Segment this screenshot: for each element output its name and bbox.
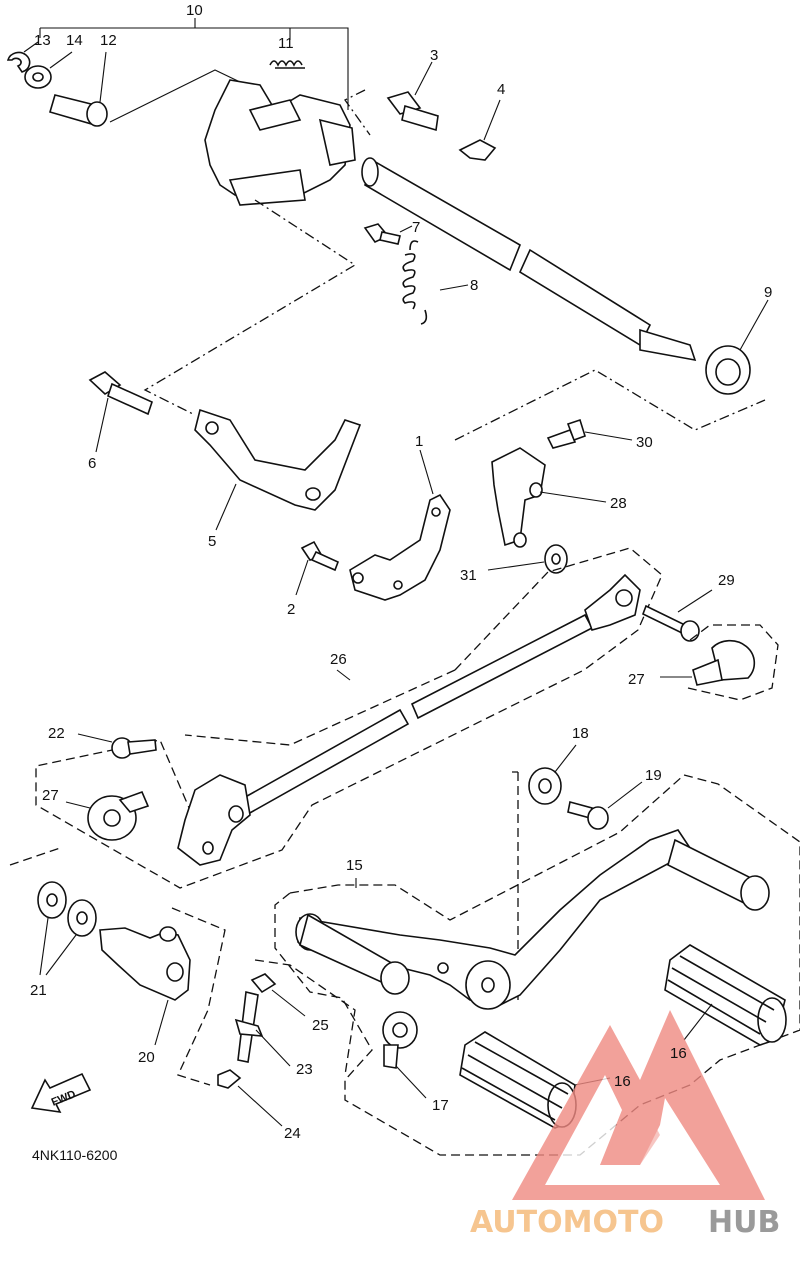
part-8-spring xyxy=(402,240,469,325)
part-4-clip xyxy=(458,99,501,161)
part-3-bolt xyxy=(386,61,439,132)
callout-28: 28 xyxy=(610,495,627,512)
part-23-adjuster-bolt xyxy=(234,991,291,1067)
callout-11: 11 xyxy=(278,35,294,52)
callout-23: 23 xyxy=(296,1061,313,1078)
part-27-rubber-joint-right xyxy=(660,639,756,686)
part-28-rod-joint xyxy=(491,447,607,548)
callout-18: 18 xyxy=(572,725,589,742)
part-13-circlip xyxy=(6,41,39,73)
part-14-washer xyxy=(24,51,73,89)
part-2-screw xyxy=(295,540,340,596)
watermark-text-automoto: AUTOMOTO xyxy=(470,1205,664,1240)
part-24-nut xyxy=(217,1069,283,1127)
part-15-pedal-lever xyxy=(295,829,770,1010)
part-27-rubber-joint-left xyxy=(65,790,150,841)
callout-1: 1 xyxy=(415,433,423,450)
fwd-arrow-icon: FWD xyxy=(30,1072,92,1114)
callout-13: 13 xyxy=(34,32,51,49)
part-26-rod-end-joint xyxy=(177,774,251,866)
bracket-10-outline xyxy=(40,27,349,110)
callout-25: 25 xyxy=(312,1017,329,1034)
callout-3: 3 xyxy=(430,47,438,64)
part-12-shaft-pin xyxy=(49,51,108,127)
part-10-shift-arm xyxy=(204,79,356,206)
part-5-arm-plate xyxy=(194,408,362,531)
part-21-washers xyxy=(37,881,97,976)
callout-22: 22 xyxy=(48,725,65,742)
callout-31: 31 xyxy=(460,567,477,584)
callout-19: 19 xyxy=(645,767,662,784)
callout-9: 9 xyxy=(764,284,772,301)
callout-20: 20 xyxy=(138,1049,155,1066)
part-18-washer xyxy=(528,744,577,805)
callout-2: 2 xyxy=(287,601,295,618)
part-16-footrest-rubber-left xyxy=(459,1031,611,1129)
part-22-bolt xyxy=(77,733,157,759)
callout-27-right: 27 xyxy=(628,671,645,688)
callout-12: 12 xyxy=(100,32,117,49)
part-6-bolt xyxy=(88,371,153,453)
callout-21: 21 xyxy=(30,982,47,999)
part-29-bolt xyxy=(641,589,713,642)
part-9-shift-shaft xyxy=(361,157,769,395)
callout-14: 14 xyxy=(66,32,83,49)
callout-29: 29 xyxy=(718,572,735,589)
part-7-screw xyxy=(363,223,413,245)
part-30-screw xyxy=(546,418,633,449)
callout-26: 26 xyxy=(330,651,347,668)
part-19-bolt xyxy=(567,781,643,830)
callout-16-right: 16 xyxy=(670,1045,687,1062)
callout-5: 5 xyxy=(208,533,216,550)
callout-8: 8 xyxy=(470,277,478,294)
callout-30: 30 xyxy=(636,434,653,451)
part-1-plate xyxy=(349,449,451,601)
watermark-text-hub: HUB xyxy=(708,1205,780,1240)
callout-27-left: 27 xyxy=(42,787,59,804)
part-11-spring xyxy=(269,60,305,69)
diagram-code: 4NK110-6200 xyxy=(32,1147,118,1163)
part-26-shift-rod xyxy=(238,573,641,816)
callout-24: 24 xyxy=(284,1125,301,1142)
part-16-footrest-rubber-right xyxy=(664,944,787,1046)
callout-16-left: 16 xyxy=(614,1073,631,1090)
part-25-nut xyxy=(250,973,306,1017)
automotohub-triangle-logo xyxy=(512,1010,765,1200)
part-31-washer xyxy=(487,544,568,574)
part-20-shift-joint xyxy=(99,926,191,1046)
callout-6: 6 xyxy=(88,455,96,472)
callout-17: 17 xyxy=(432,1097,449,1114)
callout-4: 4 xyxy=(497,81,505,98)
callout-10: 10 xyxy=(186,2,203,19)
callout-15: 15 xyxy=(346,857,363,874)
part-17-rod-end xyxy=(382,1011,427,1099)
callout-7: 7 xyxy=(412,219,420,236)
